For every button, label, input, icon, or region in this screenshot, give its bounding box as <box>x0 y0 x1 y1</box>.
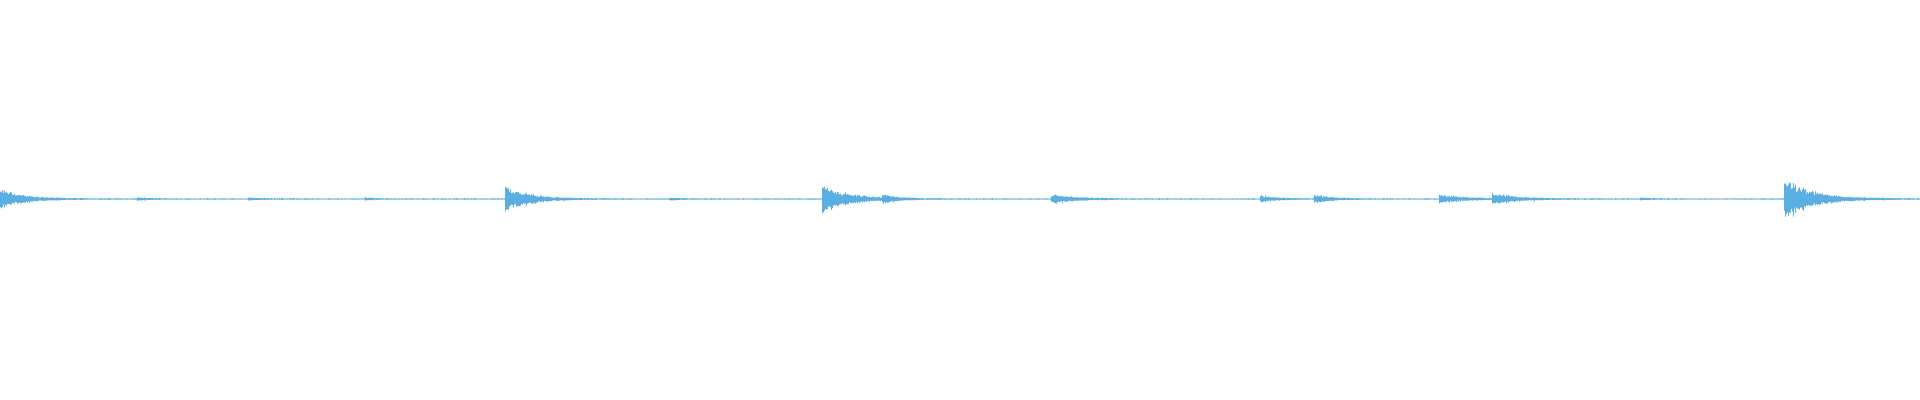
waveform-trace <box>0 182 1920 217</box>
